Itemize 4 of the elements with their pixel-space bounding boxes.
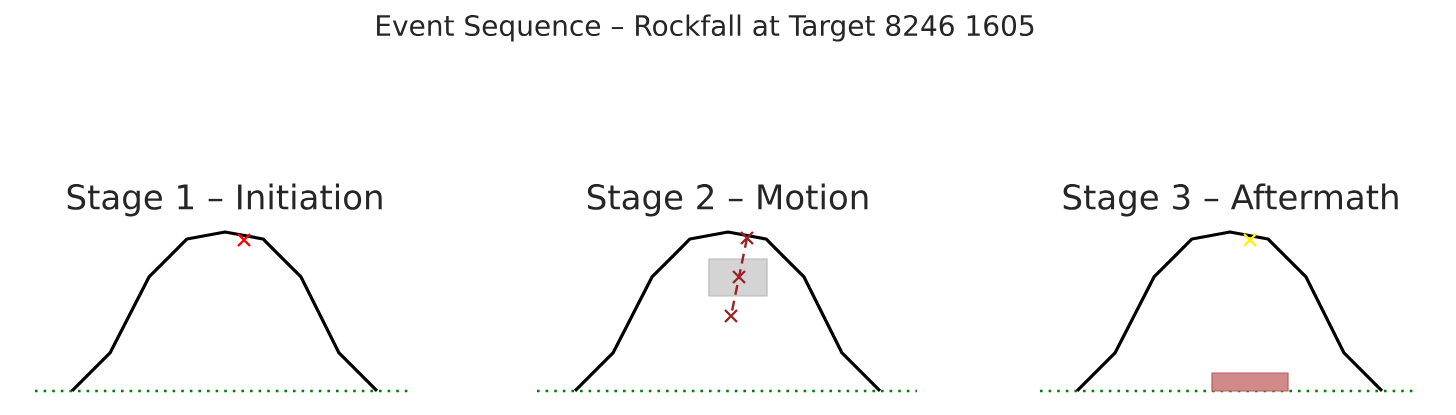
panel-title: Stage 2 – Motion	[587, 183, 868, 217]
title: Event Sequence – Rockfall at Target 8246 1605	[377, 14, 1034, 42]
panel-title: Stage 1 – Initiation	[67, 183, 382, 217]
panel-title: Stage 3 – Aftermath	[1063, 183, 1398, 217]
